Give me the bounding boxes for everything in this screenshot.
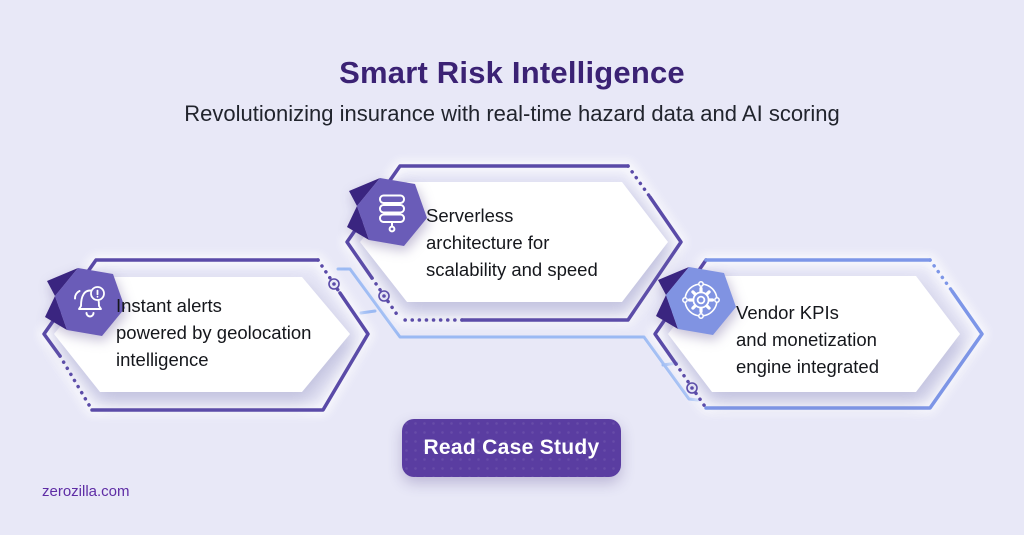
card-text-line: scalability and speed <box>426 259 598 280</box>
page-subtitle: Revolutionizing insurance with real-time… <box>184 101 840 126</box>
server-stack-icon <box>379 194 405 233</box>
server-badge <box>347 178 427 246</box>
gear-badge <box>656 267 736 335</box>
card-text-line: intelligence <box>116 349 209 370</box>
card-text-line: Vendor KPIs <box>736 302 839 323</box>
bell-alert-icon <box>74 286 105 318</box>
read-case-study-button[interactable]: Read Case Study <box>402 419 621 477</box>
target-dot-icon <box>328 278 340 290</box>
connector-tick <box>359 309 377 315</box>
page-title: Smart Risk Intelligence <box>339 55 685 90</box>
card-text-serverless: Serverless architecture for scalability … <box>426 202 598 283</box>
card-text-line: Instant alerts <box>116 295 222 316</box>
card-text-line: engine integrated <box>736 356 879 377</box>
website-link[interactable]: zerozilla.com <box>42 483 130 500</box>
bell-badge <box>45 268 125 336</box>
target-dot-icon <box>686 382 698 394</box>
card-vendor-kpis <box>649 255 988 413</box>
card-text-line: Serverless <box>426 205 514 226</box>
card-text-line: powered by geolocation <box>116 322 312 343</box>
card-panel <box>360 182 668 302</box>
card-text-line: and monetization <box>736 329 877 350</box>
card-serverless <box>341 161 687 325</box>
gear-network-icon <box>682 281 720 319</box>
card-panel <box>668 276 960 392</box>
card-text-vendor-kpis: Vendor KPIs and monetization engine inte… <box>736 299 879 380</box>
card-instant-alerts <box>38 255 374 415</box>
card-text-instant-alerts: Instant alerts powered by geolocation in… <box>116 292 311 373</box>
card-panel <box>54 277 350 392</box>
target-dot-icon <box>378 290 390 302</box>
card-text-line: architecture for <box>426 232 550 253</box>
